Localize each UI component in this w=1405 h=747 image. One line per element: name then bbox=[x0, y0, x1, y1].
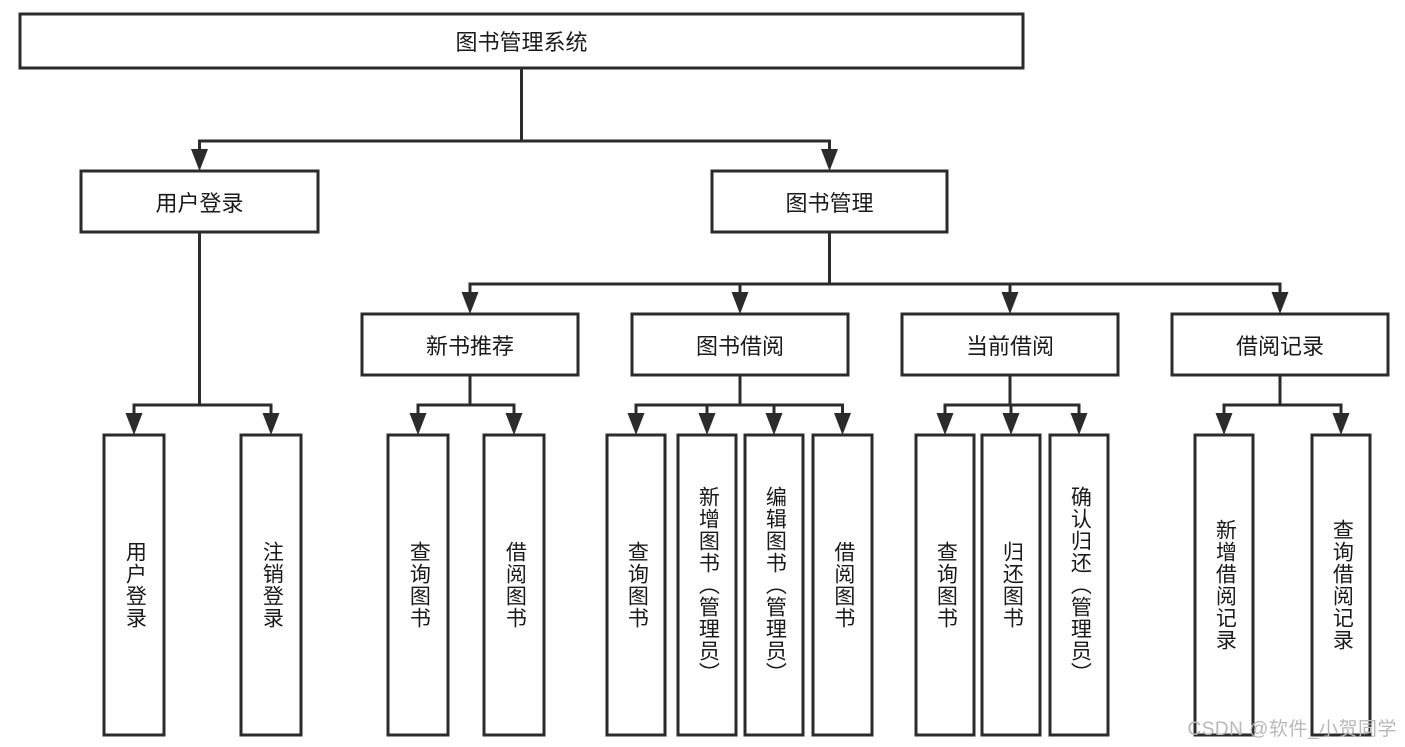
node-leaf-borrow-book-1[interactable] bbox=[482, 433, 546, 737]
node-leaf-add-record[interactable] bbox=[1193, 433, 1255, 737]
edges-layer bbox=[125, 66, 1350, 435]
node-leaf-user-logout[interactable] bbox=[239, 433, 303, 737]
node-root[interactable] bbox=[18, 12, 1025, 70]
node-new-book-rec[interactable] bbox=[360, 312, 580, 377]
node-user-login[interactable] bbox=[79, 169, 320, 234]
node-leaf-query-book-2[interactable] bbox=[605, 433, 667, 737]
node-borrow-record[interactable] bbox=[1170, 312, 1390, 377]
node-book-borrow[interactable] bbox=[630, 312, 850, 377]
node-leaf-borrow-book-2[interactable] bbox=[811, 433, 874, 737]
node-leaf-query-record[interactable] bbox=[1310, 433, 1372, 737]
nodes-layer bbox=[18, 12, 1390, 737]
watermark-text: CSDN @软件_小贺同学 bbox=[1187, 719, 1397, 740]
node-current-borrow[interactable] bbox=[900, 312, 1120, 377]
node-leaf-query-book-1[interactable] bbox=[386, 433, 450, 737]
node-leaf-user-login[interactable] bbox=[102, 433, 166, 737]
node-leaf-edit-book[interactable] bbox=[743, 433, 805, 737]
node-leaf-return-book[interactable] bbox=[980, 433, 1042, 737]
node-book-manage[interactable] bbox=[710, 169, 949, 234]
node-leaf-query-book-3[interactable] bbox=[914, 433, 976, 737]
node-leaf-add-book[interactable] bbox=[676, 433, 738, 737]
node-leaf-confirm-return[interactable] bbox=[1048, 433, 1110, 737]
